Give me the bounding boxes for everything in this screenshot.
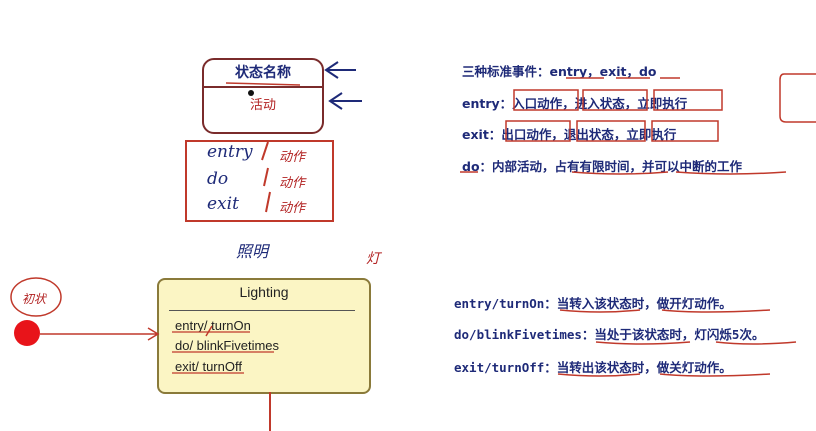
box-entry-2: [582, 89, 648, 111]
ul-note-1: [559, 309, 771, 313]
lighting-title: Lighting: [239, 284, 289, 300]
arrow-to-state-name: [324, 61, 356, 79]
note-do-blink: do/blinkFivetimes：当处于该状态时，灯闪烁5次。: [454, 327, 765, 342]
state-template-box: 状态名称 活动: [202, 58, 324, 134]
box-entry-1: [513, 89, 579, 111]
initial-state-dot: [14, 320, 40, 346]
note-entry-item-2: 进入状态: [574, 96, 625, 111]
box-exit-1: [505, 120, 571, 142]
hw-separator-2: [263, 167, 269, 187]
note-entry-item-3: 立即执行: [637, 96, 688, 111]
hw-action-1: 动作: [279, 150, 306, 165]
hw-separator-1: [261, 141, 269, 161]
note-entry-prefix: entry：: [462, 96, 513, 111]
hw-exit: exit: [207, 194, 239, 214]
hw-entry: entry: [207, 142, 253, 162]
note-exit-item-1: 出口动作: [501, 127, 552, 142]
note-entry-row: entry：入口动作，进入状态，立即执行: [462, 96, 688, 111]
note-exit-turnoff: exit/turnOff：当转出该状态时，做关灯动作。: [454, 360, 732, 375]
state-name-label: 状态名称: [235, 65, 291, 81]
box-exit-2: [576, 120, 646, 142]
initial-label-circle: [10, 277, 62, 317]
lighting-entry-slash: [205, 325, 213, 337]
box-exit-3: [651, 120, 719, 142]
hw-lighting-label: 照明: [236, 242, 269, 261]
ul-note-2: [595, 341, 797, 345]
note-exit-prefix: exit：: [462, 127, 502, 142]
lighting-state-box: Lighting entry/ turnOn do/ blinkFivetime…: [157, 278, 371, 394]
hw-initial-label: 初状: [22, 292, 47, 306]
state-divider: [204, 86, 322, 88]
hw-do: do: [207, 169, 229, 189]
hw-action-2: 动作: [279, 176, 306, 191]
handwritten-events-box: entry do exit 动作 动作 动作: [185, 140, 334, 222]
state-activity-label: 活动: [249, 98, 276, 113]
note-entry-turnon: entry/turnOn：当转入该状态时，做开灯动作。: [454, 296, 732, 311]
ul-do-detail: [571, 171, 669, 175]
ul-note-3: [557, 373, 771, 377]
ul-do-tail: [675, 171, 787, 175]
partial-box-right: [779, 73, 816, 123]
lighting-action-exit: exit/ turnOff: [175, 359, 242, 374]
note-entry-item-1: 入口动作: [512, 96, 563, 111]
hw-lamp-label: 灯: [366, 251, 380, 267]
lighting-action-do: do/ blinkFivetimes: [175, 338, 280, 353]
note-standard-events: 三种标准事件：entry，exit，do: [462, 64, 657, 79]
transition-arrow: [40, 327, 160, 341]
lighting-action-entry: entry/ turnOn: [175, 318, 251, 333]
note-do-row: do：内部活动，占有有限时间，并可以中断的工作: [462, 159, 743, 174]
cursor-dot: [248, 90, 254, 96]
state-name-underline: [225, 82, 301, 86]
hw-separator-3: [265, 191, 271, 213]
hw-action-3: 动作: [279, 201, 306, 216]
arrow-to-activity: [328, 92, 362, 110]
lighting-divider: [169, 310, 355, 311]
box-entry-3: [653, 89, 723, 111]
